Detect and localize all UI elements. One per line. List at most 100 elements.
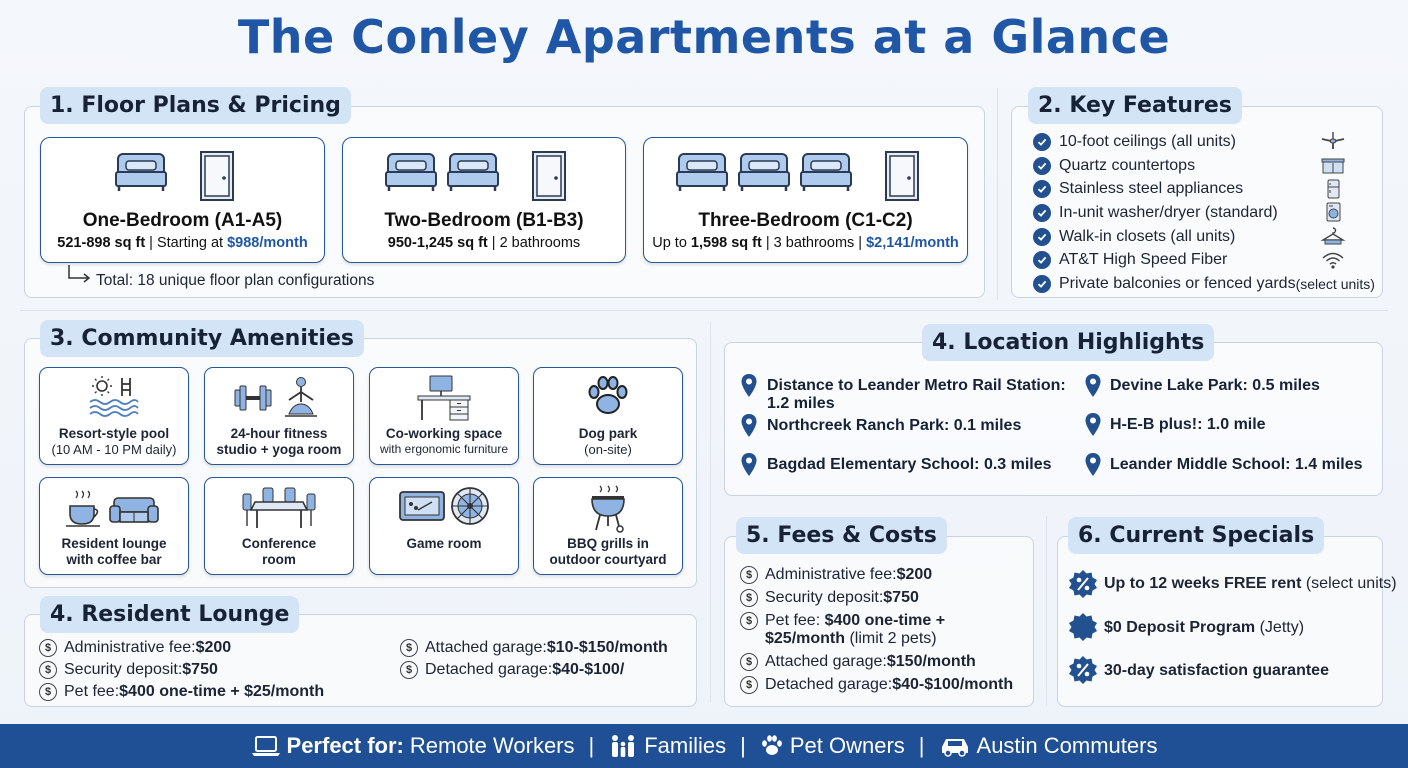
amenities-heading: 3. Community Amenities (40, 320, 364, 357)
special-item: 30-day satisfaction guarantee (1104, 662, 1329, 679)
divider (710, 322, 711, 702)
pool-icon (89, 376, 139, 417)
feature-item: Quartz countertops (1033, 154, 1375, 178)
check-icon (1033, 132, 1051, 151)
location-item: Distance to Leander Metro Rail Station:1… (767, 377, 1066, 412)
dollar-coin-icon: $ (740, 612, 758, 630)
divider (20, 310, 1388, 311)
feature-item: Stainless steel appliances (1033, 177, 1375, 201)
bed-icon (799, 153, 852, 191)
amenity-bbq[interactable]: BBQ grills in outdoor courtyard (533, 477, 683, 575)
amenity-coworking[interactable]: Co-working space with ergonomic furnitur… (369, 367, 519, 465)
location-panel (724, 342, 1383, 496)
door-icon (884, 151, 919, 201)
map-pin-icon (1085, 453, 1101, 476)
resident-lounge-right-list: $Attached garage: $10-$150/month $Detach… (400, 639, 690, 679)
check-icon (1033, 156, 1051, 175)
lounge-icon (66, 490, 159, 527)
amenity-game-room[interactable]: Game room (369, 477, 519, 575)
dollar-coin-icon: $ (740, 653, 758, 671)
bed-icon (114, 153, 167, 191)
location-item: H-E-B plus!: 1.0 mile (1110, 416, 1266, 433)
feature-item: In-unit washer/dryer (standard) (1033, 201, 1375, 225)
check-icon (1033, 227, 1051, 246)
feature-item: Private balconies or fenced yards (selec… (1033, 272, 1375, 296)
floor-plan-name: One-Bedroom (A1-A5) (82, 210, 283, 231)
bed-icon (675, 153, 728, 191)
dollar-coin-icon: $ (740, 589, 758, 607)
floor-plan-card-two-bedroom[interactable]: Two-Bedroom (B1-B3) 950-1,245 sq ft | 2 … (342, 137, 626, 263)
floor-plan-details: 521-898 sq ft | Starting at $988/month (57, 235, 308, 251)
fee-item: $Attached garage: $150/month (740, 653, 1030, 671)
footer-banner: Perfect for:Remote Workers | Families | … (0, 724, 1408, 768)
footer-pet-owners: Pet Owners (760, 733, 905, 759)
footer-remote-workers: Perfect for:Remote Workers (251, 733, 575, 759)
special-item: Up to 12 weeks FREE rent (select units) (1104, 575, 1397, 592)
family-icon (612, 735, 635, 757)
footer-families: Families (608, 733, 726, 759)
dollar-coin-icon: $ (400, 661, 418, 679)
divider (1046, 516, 1047, 706)
map-pin-icon (741, 414, 757, 437)
resident-lounge-heading: 4. Resident Lounge (40, 596, 300, 633)
location-item: Northcreek Ranch Park: 0.1 miles (767, 417, 1022, 434)
check-icon (1033, 274, 1051, 293)
specials-heading: 6. Current Specials (1068, 517, 1325, 554)
bed-icon (447, 153, 499, 191)
amenity-conference-room[interactable]: Conference room (204, 477, 354, 575)
car-icon (941, 739, 968, 757)
map-pin-icon (1085, 374, 1101, 397)
floor-plan-card-one-bedroom[interactable]: One-Bedroom (A1-A5) 521-898 sq ft | Star… (40, 137, 325, 263)
hanger-icon (1320, 227, 1346, 245)
fee-item: $Attached garage: $10-$150/month (400, 639, 690, 657)
floor-plan-name: Two-Bedroom (B1-B3) (384, 210, 584, 231)
check-icon (1033, 251, 1051, 270)
check-icon (1033, 180, 1051, 199)
floor-plans-heading: 1. Floor Plans & Pricing (40, 87, 351, 124)
fee-item: $Detached garage: $40-$100/month (740, 676, 1030, 694)
amenity-fitness[interactable]: 24-hour fitness studio + yoga room (204, 367, 354, 465)
fee-item: $Security deposit: $750 (39, 661, 379, 679)
amenity-dog-park[interactable]: Dog park (on-site) (533, 367, 683, 465)
key-features-list: 10-foot ceilings (all units) Quartz coun… (1033, 130, 1375, 296)
door-icon (199, 151, 234, 201)
conference-icon (242, 487, 316, 528)
dollar-coin-icon: $ (39, 661, 57, 679)
fee-item: $Pet fee: $400 one-time + $25/month (39, 683, 379, 701)
amenity-resident-lounge[interactable]: Resident lounge with coffee bar (39, 477, 189, 575)
footer-austin-commuters: Austin Commuters (939, 733, 1157, 759)
amenity-pool[interactable]: Resort-style pool (10 AM - 10 PM daily) (39, 367, 189, 465)
floor-plan-name: Three-Bedroom (C1-C2) (698, 210, 913, 231)
paw-icon (761, 735, 782, 755)
footer-separator: | (588, 733, 595, 758)
specials-panel (1057, 536, 1383, 707)
fees-heading: 5. Fees & Costs (736, 517, 947, 554)
feature-item: Walk-in closets (all units) (1033, 225, 1375, 249)
game-icon (399, 487, 489, 525)
laptop-icon (251, 736, 280, 756)
location-item: Bagdad Elementary School: 0.3 miles (767, 456, 1052, 473)
total-floor-plans-note: Total: 18 unique floor plan configuratio… (96, 272, 375, 289)
footer-separator: | (918, 733, 925, 758)
special-item: $0 Deposit Program (Jetty) (1104, 619, 1305, 636)
bed-icon (385, 153, 437, 191)
return-arrow-icon (68, 265, 91, 283)
dollar-coin-icon: $ (740, 566, 758, 584)
fee-item: $Administrative fee: $200 (39, 639, 379, 657)
check-icon (1033, 203, 1051, 222)
percent-badge-icon (1069, 570, 1097, 598)
ceiling-fan-icon (1321, 132, 1345, 149)
dollar-coin-icon: $ (39, 683, 57, 701)
dollar-coin-icon: $ (39, 639, 57, 657)
fridge-icon (1327, 179, 1340, 199)
feature-item: 10-foot ceilings (all units) (1033, 130, 1375, 154)
floor-plan-details: 950-1,245 sq ft | 2 bathrooms (387, 235, 581, 251)
floor-plan-details: Up to 1,598 sq ft | 3 bathrooms | $2,141… (652, 235, 959, 251)
location-item: Devine Lake Park: 0.5 miles (1110, 377, 1320, 394)
washer-icon (1326, 202, 1341, 222)
floor-plan-card-three-bedroom[interactable]: Three-Bedroom (C1-C2) Up to 1,598 sq ft … (643, 137, 968, 263)
footer-separator: | (740, 733, 746, 758)
door-icon (532, 151, 566, 201)
fitness-icon (234, 377, 317, 417)
feature-item: AT&T High Speed Fiber (1033, 248, 1375, 272)
